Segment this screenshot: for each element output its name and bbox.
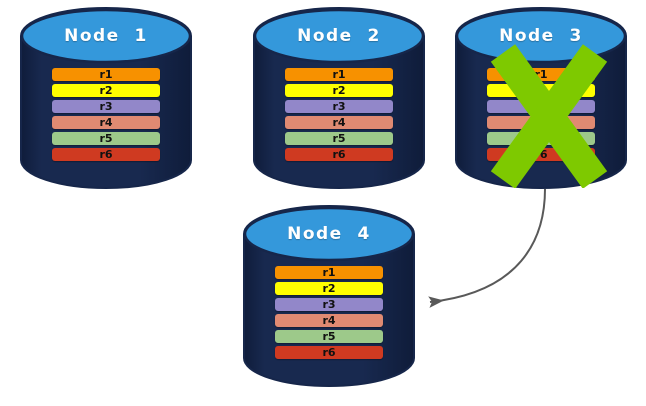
row-stripe[interactable]: r3 [487,100,595,113]
row-stripe[interactable]: r1 [487,68,595,81]
row-stripe-label: r1 [322,266,336,279]
row-stripe[interactable]: r2 [275,282,383,295]
row-stripe[interactable]: r6 [275,346,383,359]
row-stripe-list: r1 r2 r3 r4 r5 r6 [20,68,192,161]
row-stripe[interactable]: r5 [285,132,393,145]
row-stripe-label: r5 [322,330,336,343]
row-stripe-label: r4 [99,116,113,129]
row-stripe[interactable]: r3 [52,100,160,113]
row-stripe-label: r6 [99,148,113,161]
row-stripe-list: r1 r2 r3 r4 r5 r6 [455,68,627,161]
row-stripe-label: r6 [332,148,346,161]
row-stripe-label: r1 [534,68,548,81]
row-stripe-list: r1 r2 r3 r4 r5 r6 [253,68,425,161]
row-stripe[interactable]: r4 [275,314,383,327]
cylinder-top-disc [253,8,425,64]
row-stripe[interactable]: r3 [285,100,393,113]
row-stripe[interactable]: r1 [52,68,160,81]
row-stripe[interactable]: r3 [275,298,383,311]
row-stripe-label: r6 [534,148,548,161]
row-stripe[interactable]: r6 [52,148,160,161]
row-stripe[interactable]: r5 [275,330,383,343]
cylinder-top-disc [243,206,415,262]
row-stripe[interactable]: r2 [285,84,393,97]
row-stripe[interactable]: r2 [487,84,595,97]
row-stripe[interactable]: r1 [285,68,393,81]
row-stripe-label: r2 [534,84,548,97]
row-stripe[interactable]: r4 [285,116,393,129]
row-stripe-label: r1 [332,68,346,81]
row-stripe[interactable]: r2 [52,84,160,97]
row-stripe-label: r4 [534,116,548,129]
row-stripe-label: r5 [534,132,548,145]
row-stripe-label: r4 [322,314,336,327]
row-stripe-label: r3 [99,100,113,113]
row-stripe-label: r5 [99,132,113,145]
row-stripe-label: r4 [332,116,346,129]
row-stripe-label: r2 [99,84,113,97]
row-stripe-label: r6 [322,346,336,359]
row-stripe[interactable]: r6 [285,148,393,161]
row-stripe-label: r2 [332,84,346,97]
row-stripe-label: r5 [332,132,346,145]
row-stripe-label: r3 [534,100,548,113]
row-stripe-label: r3 [322,298,336,311]
row-stripe-label: r2 [322,282,336,295]
row-stripe[interactable]: r1 [275,266,383,279]
row-stripe[interactable]: r4 [487,116,595,129]
row-stripe[interactable]: r5 [52,132,160,145]
row-stripe[interactable]: r6 [487,148,595,161]
row-stripe-list: r1 r2 r3 r4 r5 r6 [243,266,415,359]
row-stripe-label: r3 [332,100,346,113]
row-stripe-label: r1 [99,68,113,81]
row-stripe[interactable]: r4 [52,116,160,129]
cylinder-top-disc [455,8,627,64]
cylinder-top-disc [20,8,192,64]
row-stripe[interactable]: r5 [487,132,595,145]
